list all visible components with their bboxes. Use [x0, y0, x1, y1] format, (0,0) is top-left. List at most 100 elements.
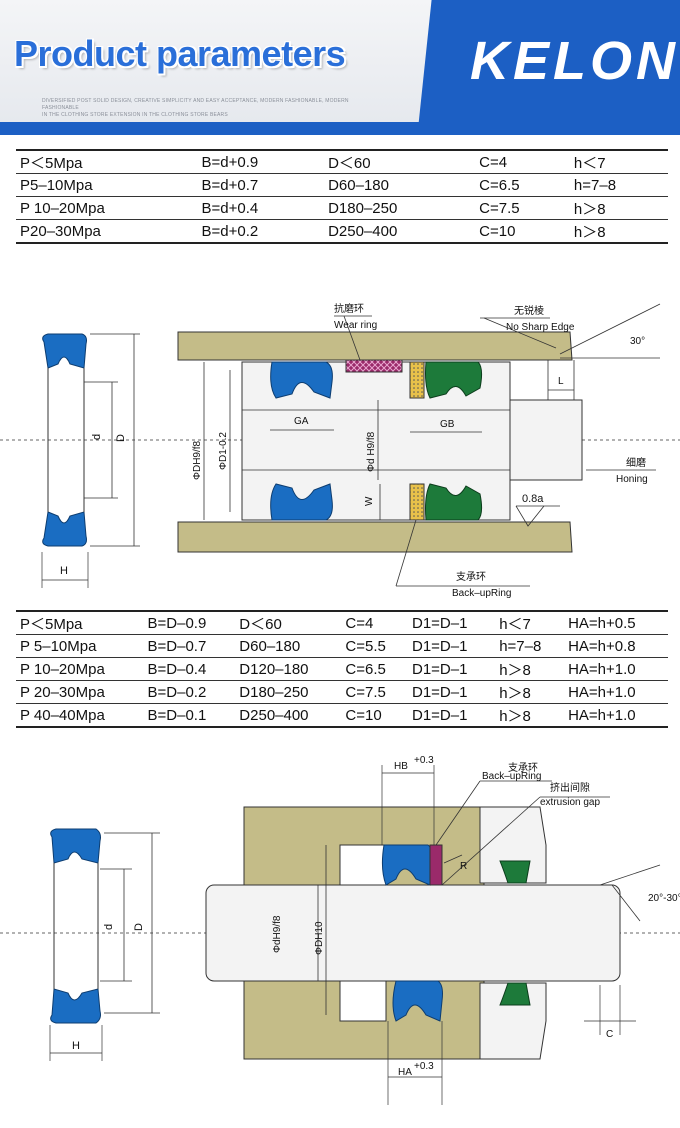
- parameter-table-2: P＜5Mpa B=D–0.9 D＜60 C=4 D1=D–1 h＜7 HA=h+…: [16, 610, 668, 728]
- side-seal-profile: [49, 828, 160, 1061]
- table-row: P 20–30Mpa B=D–0.2 D180–250 C=7.5 D1=D–1…: [16, 680, 668, 704]
- parameter-table-1: P＜5Mpa B=d+0.9 D＜60 C=4 h＜7 P5–10Mpa B=d…: [16, 149, 668, 244]
- wear-ring-en: Wear ring: [334, 320, 377, 331]
- dim-dd-label: Φd H9/f8: [366, 431, 377, 472]
- seal-bottom-left: [270, 483, 333, 521]
- dim-c-label: C: [606, 1029, 613, 1040]
- backup-ring: [429, 844, 443, 886]
- table-cell: HA=h+1.0: [564, 703, 668, 728]
- table-cell: P5–10Mpa: [16, 173, 198, 197]
- table-cell: C=10: [341, 703, 408, 728]
- table-cell: C=4: [475, 149, 570, 174]
- table-cell: P20–30Mpa: [16, 219, 198, 244]
- ha-tolerance: +0.3: [414, 1061, 434, 1072]
- dim-l-label: L: [558, 376, 564, 387]
- dim-ga-label: GA: [294, 416, 309, 427]
- table-cell: B=D–0.7: [143, 634, 236, 658]
- side-d-label: d: [103, 924, 115, 930]
- table-row: P＜5Mpa B=D–0.9 D＜60 C=4 D1=D–1 h＜7 HA=h+…: [16, 610, 668, 635]
- table-cell: D60–180: [324, 173, 476, 197]
- table-cell: h＜7: [569, 149, 668, 174]
- table-cell: D250–400: [235, 703, 342, 728]
- table-cell: h＜7: [495, 610, 565, 635]
- cylinder-bottom: [177, 521, 573, 553]
- table-cell: D1=D–1: [408, 634, 496, 658]
- page-title: Product parameters: [14, 33, 346, 74]
- extrusion-gap-en: extrusion gap: [540, 797, 600, 808]
- side-H-label: H: [60, 565, 68, 577]
- wear-ring-cn: 抗磨环: [334, 302, 364, 315]
- table-row: P20–30Mpa B=d+0.2 D250–400 C=10 h＞8: [16, 219, 668, 244]
- dim-gb-label: GB: [440, 419, 455, 430]
- table-cell: HA=h+0.8: [564, 634, 668, 658]
- table-row: P 40–40Mpa B=D–0.1 D250–400 C=10 D1=D–1 …: [16, 703, 668, 728]
- backup-ring-cn: 支承环: [456, 571, 486, 583]
- table-cell: h＞8: [569, 219, 668, 244]
- dim-dh-label: ΦDH9/f8: [192, 440, 203, 480]
- table-cell: P 10–20Mpa: [16, 196, 198, 220]
- table-cell: HA=h+0.5: [564, 610, 668, 635]
- seal-top-left: [270, 361, 333, 399]
- header-banner: Product parameters DIVERSIFIED POST SOLI…: [0, 0, 680, 135]
- table-cell: P＜5Mpa: [16, 149, 198, 174]
- backup-ring-en: Back–upRing: [482, 771, 541, 782]
- table-cell: B=d+0.4: [197, 196, 325, 220]
- table-cell: h=7–8: [495, 634, 565, 658]
- table-cell: h＞8: [495, 657, 565, 681]
- banner-bottom-strip: [0, 122, 680, 135]
- table-cell: C=7.5: [475, 196, 570, 220]
- table-cell: D1=D–1: [408, 703, 496, 728]
- side-D-label: D: [133, 923, 145, 931]
- extrusion-gap-cn: 挤出间隙: [550, 781, 590, 794]
- roughness-label: 0.8a: [522, 493, 544, 505]
- table-row: P5–10Mpa B=d+0.7 D60–180 C=6.5 h=7–8: [16, 173, 668, 197]
- table-cell: D＜60: [235, 610, 342, 635]
- table-cell: h＞8: [495, 680, 565, 704]
- table-cell: h＞8: [495, 703, 565, 728]
- table-row: P 10–20Mpa B=D–0.4 D120–180 C=6.5 D1=D–1…: [16, 657, 668, 681]
- piston-rod: [509, 399, 583, 481]
- table-cell: B=D–0.9: [143, 610, 236, 635]
- table-cell: D250–400: [324, 219, 476, 244]
- honing-en: Honing: [616, 474, 648, 485]
- wear-ring: [345, 359, 403, 373]
- banner-brand-panel: [438, 0, 680, 135]
- banner-subtitle-line1: DIVERSIFIED POST SOLID DESIGN, CREATIVE …: [42, 98, 349, 111]
- radius-label: R: [460, 861, 467, 872]
- wiper-bottom: [499, 982, 531, 1006]
- banner-subtitle: DIVERSIFIED POST SOLID DESIGN, CREATIVE …: [42, 98, 362, 119]
- seal-bottom-right: [425, 483, 483, 521]
- table-cell: C=10: [475, 219, 570, 244]
- table-cell: HA=h+1.0: [564, 657, 668, 681]
- ha-label: HA: [398, 1067, 412, 1078]
- table-cell: P 5–10Mpa: [16, 634, 144, 658]
- table-cell: D1=D–1: [408, 680, 496, 704]
- table-cell: HA=h+1.0: [564, 680, 668, 704]
- diagram-rod-seal: d D H ΦdH9/f8 ΦDH10 HB +0.3 HA +0.3 支承环 …: [0, 755, 680, 1105]
- hb-tolerance: +0.3: [414, 755, 434, 766]
- table-cell: D180–250: [235, 680, 342, 704]
- backup-ring-en: Back–upRing: [452, 588, 511, 599]
- diagram-piston-seal: d D H ΦDH9/f8 ΦD1-0.2 Φd H9/f8 GA GB W 抗…: [0, 302, 680, 599]
- honing-cn: 细磨: [626, 456, 646, 469]
- table-cell: h=7–8: [569, 173, 668, 197]
- table-cell: D1=D–1: [408, 657, 496, 681]
- table-cell: D60–180: [235, 634, 342, 658]
- chamfer-angle-label: 20°-30°: [648, 893, 680, 904]
- table-cell: P 10–20Mpa: [16, 657, 144, 681]
- table-cell: D＜60: [324, 149, 476, 174]
- dim-d1-label: ΦD1-0.2: [218, 432, 229, 470]
- rod: [205, 884, 621, 982]
- table-cell: C=6.5: [341, 657, 408, 681]
- side-seal-profile: [41, 333, 140, 588]
- table-cell: C=6.5: [475, 173, 570, 197]
- dim-dh2-label: ΦDH10: [314, 921, 325, 955]
- banner-subtitle-line2: IN THE CLOTHING STORE EXTENSION IN THE C…: [42, 112, 228, 118]
- table-row: P 10–20Mpa B=d+0.4 D180–250 C=7.5 h＞8: [16, 196, 668, 220]
- table-cell: C=5.5: [341, 634, 408, 658]
- table-cell: D180–250: [324, 196, 476, 220]
- seal-top-right: [425, 361, 483, 399]
- table-cell: D1=D–1: [408, 610, 496, 635]
- no-sharp-edge-cn: 无锐棱: [514, 304, 544, 317]
- housing-top: [243, 806, 485, 886]
